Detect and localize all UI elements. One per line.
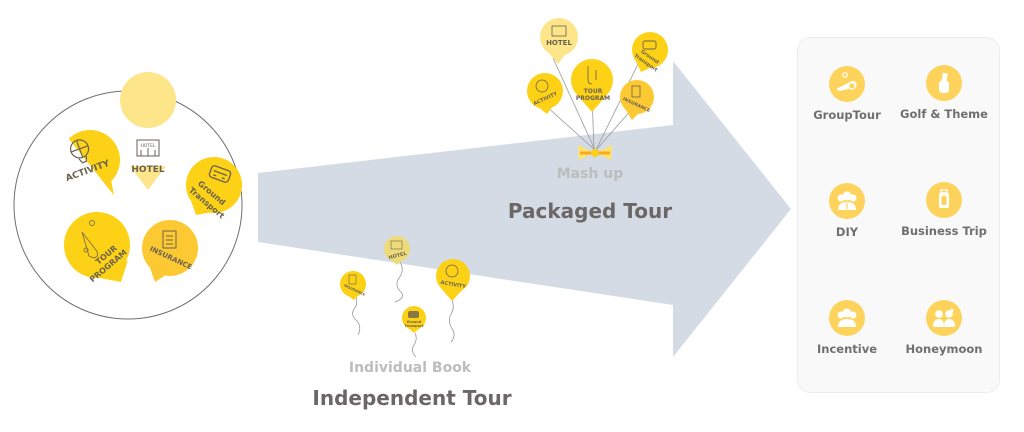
independent-hotel-label: HOTEL bbox=[388, 251, 408, 262]
car-icon bbox=[408, 311, 419, 318]
car-icon bbox=[642, 40, 657, 50]
category-label: Honeymoon bbox=[905, 342, 983, 356]
hotel-building-icon bbox=[136, 139, 160, 157]
ribbon-bow-icon bbox=[578, 145, 612, 160]
balloon-strings-packaged bbox=[544, 57, 641, 151]
team-icon bbox=[829, 300, 865, 336]
independent-balloon-insurance: INSURANCE bbox=[340, 271, 366, 300]
couple-icon bbox=[926, 300, 962, 336]
independent-activity-label: ACTIVITY bbox=[440, 280, 467, 290]
balloon-tour-program: TOUR PROGRAM bbox=[64, 212, 130, 284]
packaged-balloon-tour: TOUR PROGRAM bbox=[571, 59, 613, 112]
balloon-hotel: HOTEL HOTEL bbox=[120, 72, 177, 190]
category-label: Golf & Theme bbox=[900, 107, 988, 121]
independent-tour-title: Independent Tour bbox=[312, 386, 512, 410]
packaged-hotel-label: HOTEL bbox=[546, 39, 572, 47]
category-incentive[interactable]: Incentive bbox=[797, 300, 897, 356]
document-icon bbox=[631, 85, 641, 98]
group-tour-map-icon bbox=[829, 66, 865, 102]
balloon-ground-transport: Ground Transport bbox=[186, 157, 242, 221]
packaged-balloon-activity: ACTIVITY bbox=[527, 73, 563, 114]
golf-glove-icon bbox=[926, 65, 962, 101]
category-honeymoon[interactable]: Honeymoon bbox=[894, 300, 994, 356]
category-diy[interactable]: DIY bbox=[797, 183, 897, 239]
category-label: GroupTour bbox=[813, 108, 881, 122]
independent-ground-label-2: Transport bbox=[405, 324, 424, 328]
category-business-trip[interactable]: Business Trip bbox=[894, 182, 994, 238]
route-icon bbox=[81, 220, 99, 259]
packaged-tour-label-1: TOUR bbox=[584, 88, 603, 95]
independent-balloon-ground: Ground Transport bbox=[402, 306, 426, 333]
luggage-icon bbox=[926, 182, 962, 218]
route-icon bbox=[587, 66, 597, 85]
packaged-balloon-ground: Ground Transport bbox=[632, 32, 668, 74]
independent-balloon-hotel: HOTEL bbox=[384, 236, 410, 265]
independent-balloon-activity: ACTIVITY bbox=[436, 259, 470, 301]
balloon-strings-independent bbox=[352, 261, 455, 358]
people-group-icon bbox=[829, 183, 865, 219]
balloon-hotel-icon-label: HOTEL bbox=[140, 143, 156, 149]
hot-air-balloon-icon bbox=[69, 139, 90, 164]
tour-categories-panel: GroupTour Golf & Theme DIY Business Trip… bbox=[797, 37, 1000, 393]
car-icon bbox=[208, 165, 232, 183]
category-golf-theme[interactable]: Golf & Theme bbox=[894, 65, 994, 121]
hot-air-balloon-icon bbox=[535, 79, 549, 93]
packaged-tour-title: Packaged Tour bbox=[507, 199, 673, 223]
packaged-balloon-hotel: HOTEL bbox=[540, 18, 578, 64]
packaged-tour-label-2: PROGRAM bbox=[576, 95, 610, 102]
balloon-insurance: INSURANCE bbox=[142, 220, 198, 282]
hot-air-balloon-icon bbox=[445, 264, 459, 278]
independent-ground-label-1: Ground bbox=[407, 320, 422, 324]
packaged-balloon-insurance: INSURANCE bbox=[620, 80, 654, 120]
hotel-building-icon bbox=[551, 25, 567, 37]
document-icon bbox=[162, 230, 177, 249]
category-label: DIY bbox=[835, 225, 859, 239]
individual-book-caption: Individual Book bbox=[348, 360, 472, 376]
hotel-building-icon bbox=[390, 240, 403, 250]
category-label: Incentive bbox=[816, 342, 877, 356]
category-label: Business Trip bbox=[901, 224, 987, 238]
document-icon bbox=[348, 274, 357, 285]
balloon-hotel-label: HOTEL bbox=[131, 165, 164, 175]
category-grouptour[interactable]: GroupTour bbox=[797, 66, 897, 122]
flow-arrow bbox=[258, 61, 791, 357]
mash-up-caption: Mash up bbox=[556, 166, 624, 182]
